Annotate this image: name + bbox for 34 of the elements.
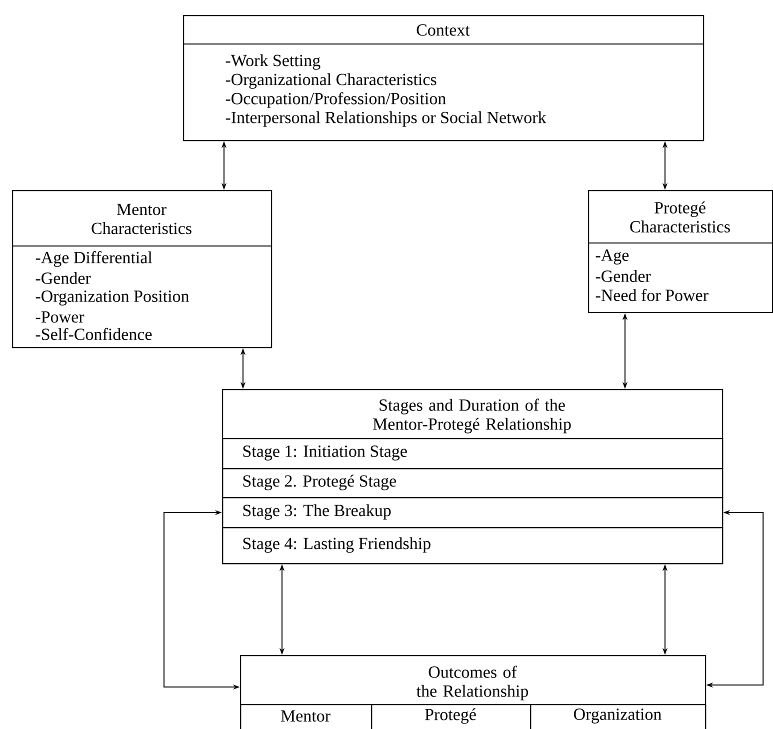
outcome-cell (371, 704, 532, 729)
box-heading: Mentor Characteristics (92, 204, 192, 234)
list-item: -Organizational Characteristics (226, 73, 436, 89)
stage-row (222, 527, 724, 564)
characteristics-box (588, 190, 773, 314)
cell-label: Mentor (280, 710, 330, 722)
list-item: -Age (596, 250, 629, 264)
stage-row (222, 497, 724, 528)
stage-label: Stage 4: Lasting Friendship (243, 537, 430, 553)
list-item: -Work Setting (226, 54, 320, 70)
list-item: -Organization Position (36, 290, 190, 306)
stage-label: Stage 3: The Breakup (243, 504, 391, 520)
stage-label: Stage 1: Initiation Stage (243, 446, 407, 460)
list-item: -Age Differential (36, 251, 152, 267)
outcome-cell (240, 704, 372, 729)
characteristics-box (12, 190, 272, 348)
outcome-cell (530, 704, 706, 729)
box-heading: Stages and Duration of the Mentor-Protegé Relationship (373, 398, 571, 434)
box-heading: Context (416, 24, 470, 36)
box-heading: Protegé Characteristics (630, 202, 730, 232)
cell-label: Organization (574, 708, 662, 724)
list-item: -Self-Confidence (36, 328, 152, 340)
list-item: -Occupation/Profession/Position (226, 92, 446, 108)
context-box (183, 14, 704, 142)
list-item: -Gender (36, 272, 91, 284)
stage-label: Stage 2. Protegé Stage (243, 474, 396, 490)
list-item: -Interpersonal Relationships or Social Network (226, 111, 546, 127)
box-heading: Outcomes of the Relationship (416, 666, 528, 700)
list-item: -Gender (596, 270, 651, 282)
list-item: -Power (36, 311, 84, 323)
stage-row (222, 438, 724, 470)
list-item: -Need for Power (596, 288, 708, 302)
cell-label: Protegé (425, 708, 476, 724)
stage-row (222, 468, 724, 498)
